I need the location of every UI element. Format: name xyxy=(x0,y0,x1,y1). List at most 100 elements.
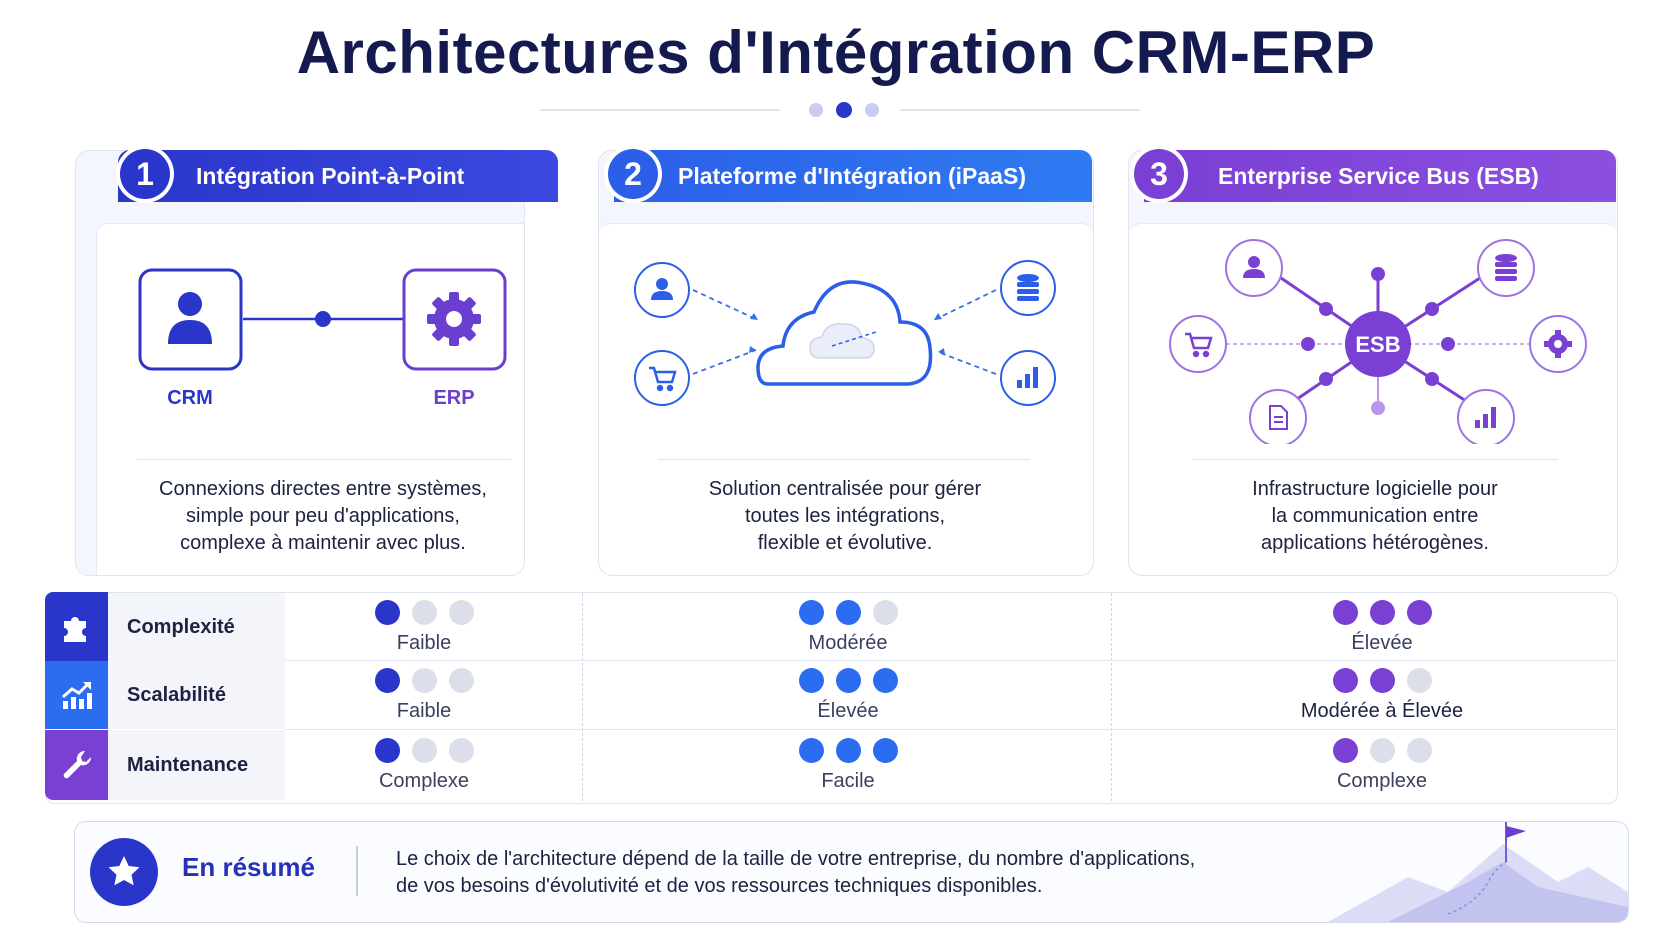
user-icon xyxy=(651,278,673,300)
rating-label: Complexe xyxy=(1336,770,1428,792)
rating-dot-empty xyxy=(411,668,437,693)
rating-dot-filled xyxy=(1332,668,1358,693)
rating-dot-filled xyxy=(798,600,824,625)
rating-dot-empty xyxy=(448,600,474,625)
rating-dot-filled xyxy=(835,738,861,763)
rating-cell: Complexe xyxy=(1232,738,1532,793)
rating-dots xyxy=(274,668,574,696)
rating-dots xyxy=(274,738,574,766)
mountain-flag-icon xyxy=(1328,822,1628,922)
crm-node xyxy=(138,268,243,371)
rating-dot-empty xyxy=(411,738,437,763)
crm-label: CRM xyxy=(167,387,213,409)
puzzle-icon xyxy=(63,617,86,642)
card-2-number-badge: 2 xyxy=(604,145,662,203)
rating-dot-filled xyxy=(374,668,400,693)
card-2-header: Plateforme d'Intégration (iPaaS) xyxy=(614,150,1092,202)
title-decoration xyxy=(540,102,1140,118)
rating-dot-filled xyxy=(872,738,898,763)
gear-node xyxy=(1529,315,1587,373)
rating-cell: Modérée xyxy=(698,600,998,655)
rating-label: Élevée xyxy=(1351,632,1413,654)
document-node xyxy=(1249,389,1307,444)
user-icon xyxy=(1243,256,1265,278)
rating-dot-filled xyxy=(374,738,400,763)
rating-label: Faible xyxy=(396,700,452,722)
rating-dots xyxy=(698,738,998,766)
cart-icon xyxy=(649,366,677,392)
rating-dot-empty xyxy=(1369,738,1395,763)
card-3-description: Infrastructure logicielle pour la commun… xyxy=(1252,478,1498,554)
rating-dot-filled xyxy=(1369,600,1395,625)
card-3-title: Enterprise Service Bus (ESB) xyxy=(1218,163,1539,189)
column-divider xyxy=(1111,593,1112,801)
rating-dot-empty xyxy=(448,668,474,693)
rating-dot-filled xyxy=(1332,738,1358,763)
database-node xyxy=(1477,239,1535,297)
card-1-number-badge: 1 xyxy=(116,145,174,203)
row-3-icon-box xyxy=(45,730,108,800)
rating-dots xyxy=(1232,668,1532,696)
summary-text: Le choix de l'architecture dépend de la … xyxy=(396,848,1196,897)
rating-dot-filled xyxy=(835,668,861,693)
comparison-table xyxy=(45,592,1618,804)
rating-dot-filled xyxy=(872,668,898,693)
rating-cell: Faible xyxy=(274,600,574,655)
document-icon xyxy=(1269,405,1288,430)
esb-hub xyxy=(1345,311,1411,377)
rating-label: Facile xyxy=(821,770,875,792)
database-node xyxy=(1000,260,1056,316)
card-3-header: Enterprise Service Bus (ESB) xyxy=(1144,150,1616,202)
chart-node xyxy=(1000,350,1056,406)
summary-star-badge xyxy=(90,838,158,906)
card-2-title: Plateforme d'Intégration (iPaaS) xyxy=(678,163,1026,189)
esb-hub-label: ESB xyxy=(1355,332,1400,357)
column-divider xyxy=(582,593,583,801)
rating-dots xyxy=(698,668,998,696)
rating-dot-filled xyxy=(374,600,400,625)
row-label-maintenance: Maintenance xyxy=(127,754,249,776)
rating-dots xyxy=(274,600,574,628)
cart-icon xyxy=(1185,332,1213,358)
rating-dot-filled xyxy=(835,600,861,625)
rating-dots xyxy=(1232,738,1532,766)
row-divider xyxy=(285,729,1615,730)
rating-dot-filled xyxy=(1406,600,1432,625)
summary-panel xyxy=(74,821,1629,923)
rating-label: Élevée xyxy=(817,700,879,722)
rating-dot-empty xyxy=(1406,738,1432,763)
rating-label: Faible xyxy=(396,632,452,654)
card-1-separator xyxy=(137,459,511,460)
card-2-description: Solution centralisée pour gérer toutes l… xyxy=(708,478,982,554)
wrench-icon xyxy=(63,750,91,779)
card-1-title: Intégration Point-à-Point xyxy=(196,163,465,189)
rating-cell: Élevée xyxy=(1232,600,1532,655)
rating-dot-empty xyxy=(872,600,898,625)
rating-label: Complexe xyxy=(378,770,470,792)
rating-label: Modérée xyxy=(808,632,888,654)
cart-node xyxy=(634,350,690,406)
rating-dots xyxy=(698,600,998,628)
rating-label: Modérée à Élevée xyxy=(1300,700,1464,722)
point-to-point-diagram: CRM ERP xyxy=(138,268,507,409)
row-1-icon-box xyxy=(45,592,108,662)
rating-cell: Facile xyxy=(698,738,998,793)
rating-dot-empty xyxy=(1406,668,1432,693)
rating-dot-filled xyxy=(798,668,824,693)
row-label-scalabilite: Scalabilité xyxy=(127,684,226,706)
card-1-description: Connexions directes entre systèmes, simp… xyxy=(159,478,487,554)
cloud-icon xyxy=(756,280,933,386)
star-icon xyxy=(108,856,140,886)
user-node xyxy=(634,262,690,318)
gear-icon xyxy=(1544,330,1572,358)
summary-separator xyxy=(356,846,358,896)
row-2-icon-box xyxy=(45,661,108,729)
card-1-header: Intégration Point-à-Point xyxy=(118,150,558,202)
esb-diagram: ESB xyxy=(1169,239,1587,444)
rating-dot-filled xyxy=(798,738,824,763)
rating-dot-empty xyxy=(448,738,474,763)
rating-cell: Élevée xyxy=(698,668,998,723)
rating-cell: Complexe xyxy=(274,738,574,793)
user-node xyxy=(1225,239,1283,297)
rating-dots xyxy=(1232,600,1532,628)
